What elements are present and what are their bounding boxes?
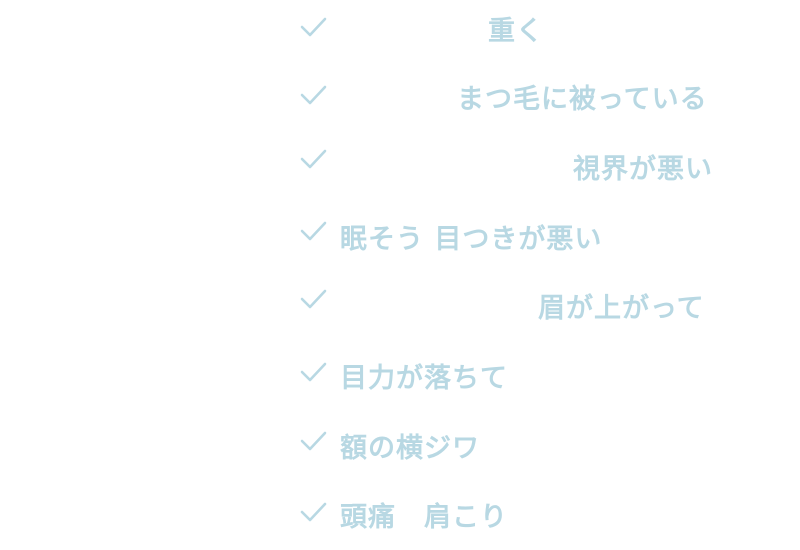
checklist-item-label: まつ毛に被っている bbox=[457, 84, 708, 115]
checklist-item-label: 額の横ジワ bbox=[340, 433, 480, 464]
checklist-item: 視界が悪い bbox=[0, 148, 800, 190]
checklist-item-label: 重く bbox=[488, 16, 544, 47]
checkmark-icon bbox=[299, 361, 329, 385]
checkmark-icon bbox=[299, 288, 329, 312]
checkmark-icon bbox=[299, 430, 329, 454]
checklist-item: 額の横ジワ bbox=[0, 429, 800, 469]
checklist-item-label: 眉が上がって bbox=[538, 293, 705, 324]
checklist-item-label: 眠そう 目つきが悪い bbox=[340, 224, 603, 255]
checkmark-icon bbox=[299, 148, 329, 172]
checklist-item: まつ毛に被っている bbox=[0, 80, 800, 120]
checkmark-icon bbox=[299, 220, 329, 244]
checklist-item-label: 視界が悪い bbox=[573, 154, 713, 185]
checklist-item: 頭痛 肩こり bbox=[0, 498, 800, 538]
checkmark-icon bbox=[299, 501, 329, 525]
checklist-item: 重く bbox=[0, 12, 800, 52]
checklist-item: 眉が上がって bbox=[0, 289, 800, 329]
checkmark-icon bbox=[299, 84, 329, 108]
checklist-item-label: 頭痛 肩こり bbox=[340, 502, 508, 533]
checklist-item: 目力が落ちて bbox=[0, 359, 800, 399]
checklist-item-label: 目力が落ちて bbox=[340, 363, 508, 394]
checkmark-icon bbox=[299, 16, 329, 40]
checklist-item: 眠そう 目つきが悪い bbox=[0, 220, 800, 260]
